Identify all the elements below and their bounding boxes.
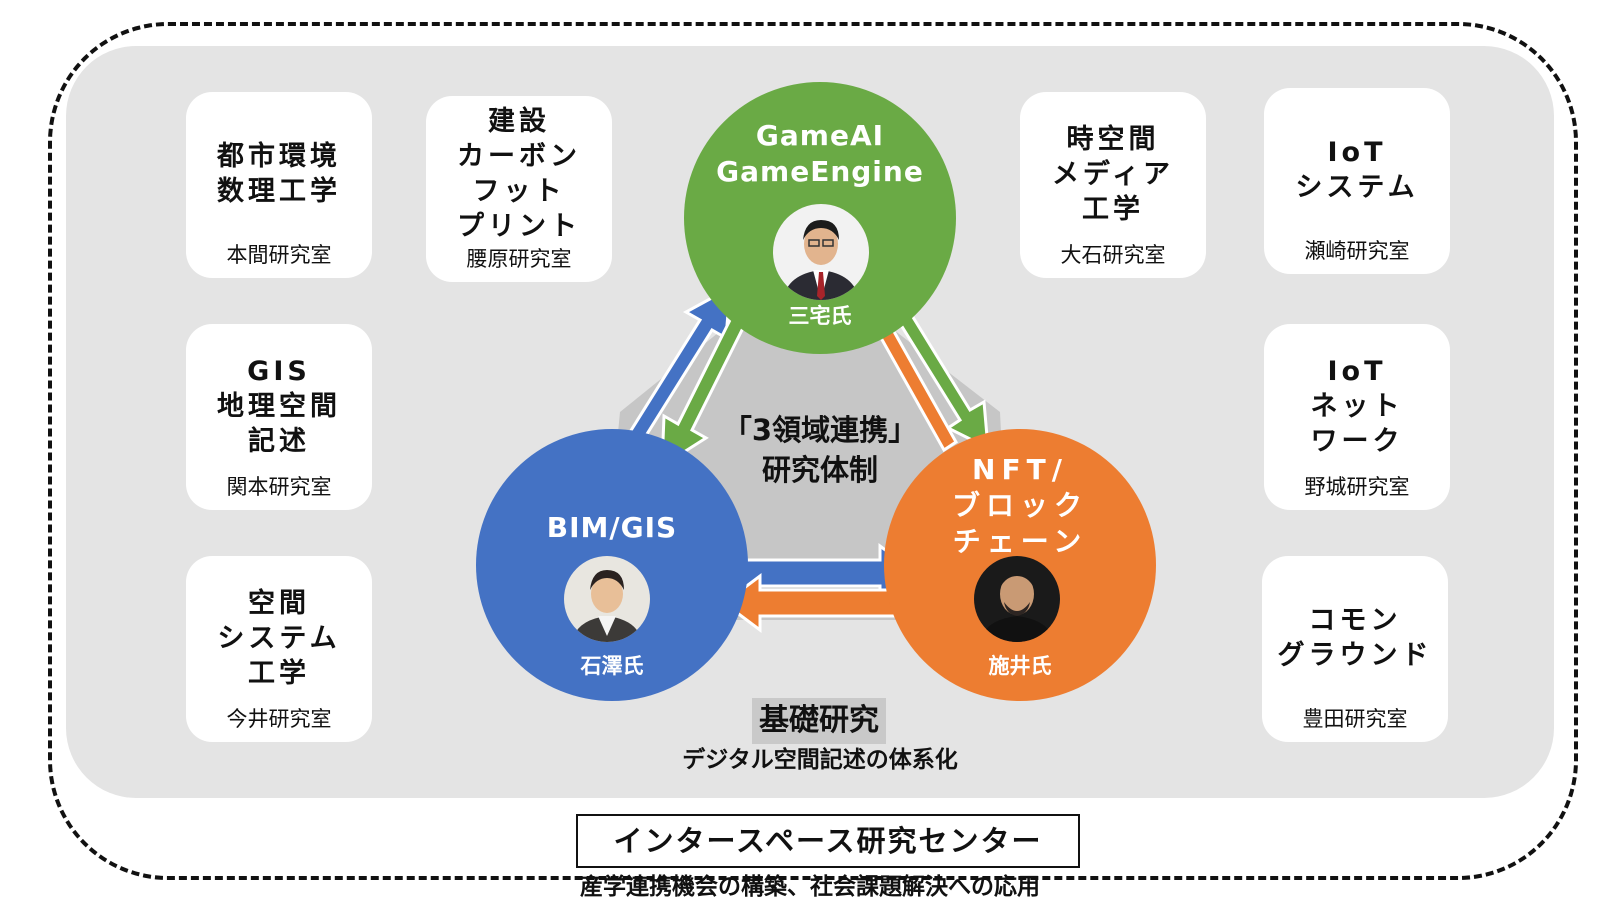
card-kukan: 空間 システム 工学 今井研究室: [186, 556, 372, 742]
card-iot-system: IoT システム 瀬崎研究室: [1264, 88, 1450, 274]
avatar-sei: [974, 556, 1060, 642]
card-title-line: ワーク: [1310, 425, 1404, 457]
card-title-line: 時空間: [1066, 123, 1160, 155]
card-title: 建設 カーボン フット プリント: [457, 102, 581, 246]
card-title: IoT ネット ワーク: [1311, 338, 1404, 474]
card-title-line: システム: [1295, 172, 1419, 203]
person-name-miyake: 三宅氏: [788, 304, 852, 328]
person-name-sei: 施井氏: [988, 654, 1052, 678]
card-title: IoT システム: [1295, 102, 1418, 238]
arrow-nft-to-bim: [721, 573, 902, 633]
card-toshi: 都市環境 数理工学 本間研究室: [186, 92, 372, 278]
card-kensetsu: 建設 カーボン フット プリント 腰原研究室: [426, 96, 612, 282]
card-title-line: 都市環境: [217, 141, 341, 172]
card-jikukan: 時空間 メディア 工学 大石研究室: [1020, 92, 1206, 278]
circle-label-gameai: GameAI GameEngine: [690, 118, 950, 190]
card-title-line: 建設: [488, 106, 550, 137]
card-lab: 豊田研究室: [1302, 707, 1408, 731]
card-title-line: カーボン: [457, 141, 581, 172]
card-title-line: グラウンド: [1277, 640, 1433, 671]
card-title-line: ネット: [1310, 390, 1404, 422]
card-lab: 野城研究室: [1304, 475, 1410, 499]
card-lab: 瀬崎研究室: [1304, 239, 1410, 263]
org-subtitle: 産学連携機会の構築、社会課題解決への応用: [580, 874, 1040, 900]
foundation-title: 基礎研究: [752, 698, 886, 744]
card-title-line: 空間: [247, 587, 310, 619]
card-title-line: 工学: [247, 657, 310, 689]
center-title-line1: 「3領域連携」: [722, 413, 918, 447]
center-title-line2: 研究体制: [761, 453, 878, 487]
card-title-line: コモン: [1308, 605, 1402, 636]
card-title-line: 数理工学: [217, 176, 341, 207]
label-line: ブロック: [951, 489, 1088, 522]
card-title-line: システム: [217, 622, 341, 654]
card-title: 空間 システム 工学: [217, 570, 340, 706]
card-title: 都市環境 数理工学: [217, 106, 341, 242]
card-lab: 大石研究室: [1060, 243, 1166, 267]
person-name-ishizawa: 石澤氏: [580, 654, 644, 678]
label-line: NFT/: [972, 453, 1068, 486]
card-title-line: フット: [472, 176, 566, 207]
card-title-line: メディア: [1051, 158, 1175, 190]
card-title-line: IoT: [1327, 137, 1387, 168]
card-lab: 今井研究室: [226, 707, 332, 731]
card-lab: 本間研究室: [226, 243, 332, 267]
avatar-miyake: [773, 204, 869, 300]
card-title: コモン グラウンド: [1278, 570, 1433, 706]
org-name-box: インタースペース研究センター: [576, 814, 1080, 868]
card-common: コモン グラウンド 豊田研究室: [1262, 556, 1448, 742]
card-title-line: GIS: [247, 355, 311, 387]
card-iot-network: IoT ネット ワーク 野城研究室: [1264, 324, 1450, 510]
card-lab: 関本研究室: [226, 475, 332, 499]
card-title-line: プリント: [457, 211, 581, 242]
circle-label-bim: BIM/GIS: [482, 510, 742, 546]
card-gis: GIS 地理空間 記述 関本研究室: [186, 324, 372, 510]
outer-dashed-frame: [48, 22, 1578, 880]
label-line: GameAI: [755, 119, 885, 152]
card-title-line: 記述: [248, 425, 310, 457]
label-line: チェーン: [952, 525, 1088, 558]
card-title-line: 地理空間: [217, 390, 341, 422]
card-title: 時空間 メディア 工学: [1052, 106, 1174, 242]
avatar-ishizawa: [564, 556, 650, 642]
card-title: GIS 地理空間 記述: [217, 338, 341, 474]
foundation-subtitle: デジタル空間記述の体系化: [682, 747, 958, 773]
card-title-line: 工学: [1082, 193, 1144, 225]
card-lab: 腰原研究室: [466, 247, 572, 271]
label-line: GameEngine: [716, 155, 924, 188]
label-line: BIM/GIS: [546, 511, 678, 544]
center-title: 「3領域連携」 研究体制: [700, 410, 940, 490]
circle-label-nft: NFT/ ブロック チェーン: [890, 452, 1150, 560]
card-title-line: IoT: [1327, 355, 1387, 387]
